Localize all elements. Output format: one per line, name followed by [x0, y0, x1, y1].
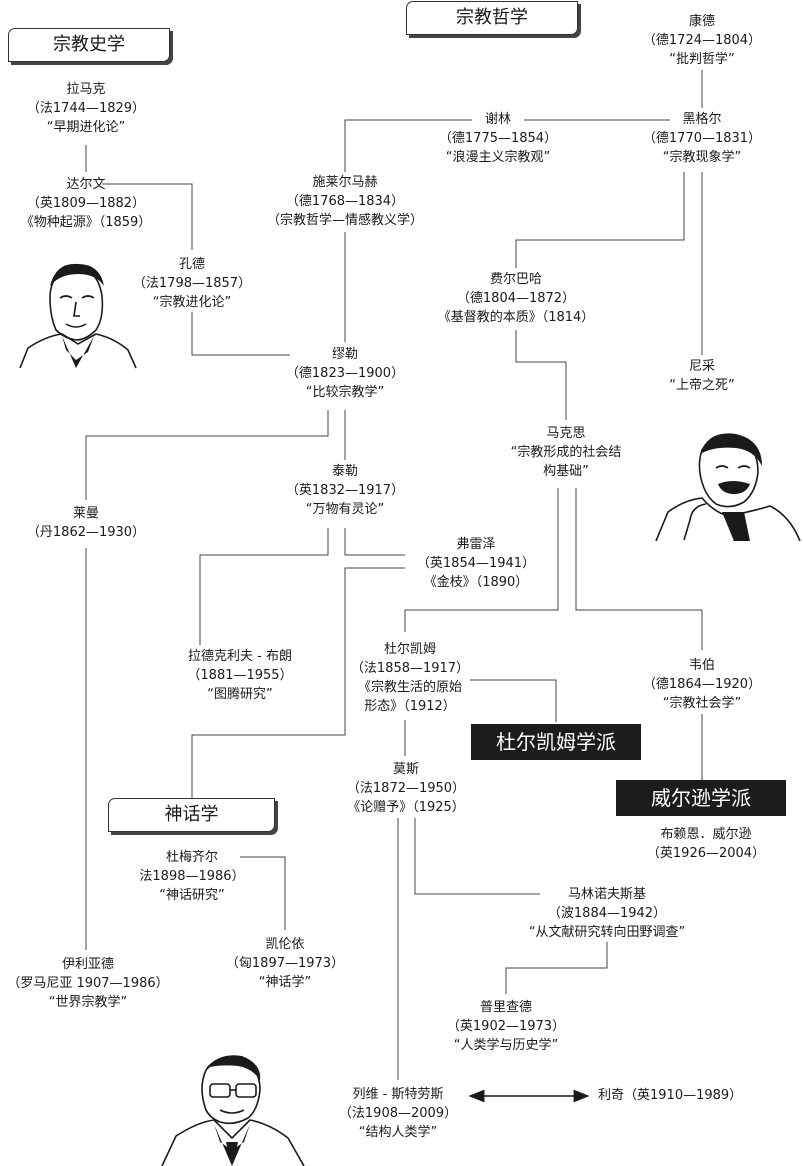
person-durkheim: 杜尔凯姆 （法1858—1917） 《宗教生活的原始 形态》（1912）	[350, 642, 470, 714]
person-darwin: 达尔文 （英1809—1882） 《物种起源》（1859）	[20, 177, 152, 230]
person-marx: 马克思 “宗教形成的社会结 构基础”	[510, 426, 622, 479]
school-durkheim: 杜尔凯姆学派	[471, 724, 641, 760]
line-durkheim-school	[470, 679, 557, 722]
person-frazer: 弗雷泽 （英1854—1941） 《金枝》（1890）	[416, 537, 536, 590]
person-kerenyi: 凯伦依 （匈1897—1973） “神话学”	[225, 937, 345, 990]
portrait-comte-sketch	[19, 263, 137, 369]
tab-mythology: 神话学	[108, 798, 275, 832]
person-nietzsche: 尼采 “上帝之死”	[669, 359, 735, 393]
line-darwin-comte	[102, 183, 193, 250]
line-tylor-frazer	[344, 528, 405, 556]
person-lehmann: 莱曼 （丹1862—1930）	[26, 506, 146, 540]
person-lamarck: 拉马克 （法1744—1829） “早期进化论”	[26, 82, 146, 135]
person-tylor: 泰勒 （英1832—1917） “万物有灵论”	[285, 464, 405, 517]
person-malinowski: 马林诺夫斯基 （波1884—1942） “从文献研究转向田野调查”	[528, 887, 686, 940]
tab-religion-philosophy: 宗教哲学	[406, 1, 578, 35]
person-kant: 康德 （德1724—1804） “批判哲学”	[642, 14, 762, 67]
person-hegel: 黑格尔 （德1770—1831） “宗教现象学”	[642, 112, 762, 165]
tab-religion-history: 宗教史学	[8, 28, 170, 62]
line-malinowski-pritchard	[505, 942, 608, 994]
person-pritchard: 普里查德 （英1902—1973） “人类学与历史学”	[446, 1000, 566, 1053]
line-marx-weber	[575, 488, 703, 650]
line-schelling-schleiermacher	[344, 119, 472, 172]
person-mauss: 莫斯 （法1872—1950） 《论赠予》（1925）	[346, 762, 466, 815]
person-schelling: 谢林 （德1775—1854） “浪漫主义宗教观”	[438, 112, 558, 165]
person-dumezil: 杜梅齐尔 法1898—1986） “神话研究”	[139, 850, 245, 903]
person-leach: 利奇（英1910—1989）	[598, 1088, 743, 1103]
person-feuerbach: 费尔巴哈 （德1804—1872） 《基督教的本质》（1814）	[437, 272, 595, 325]
line-frazer-mythology	[191, 567, 405, 798]
portrait-nietzsche-sketch	[655, 433, 801, 542]
school-wilson: 威尔逊学派	[616, 780, 786, 816]
person-eliade: 伊利亚德 （罗马尼亚 1907—1986） “世界宗教学”	[7, 957, 169, 1010]
person-weber: 韦伯 （德1864—1920） “宗教社会学”	[642, 658, 762, 711]
person-schleiermacher: 施莱尔马赫 （德1768—1834） （宗教哲学—情感教义学）	[266, 175, 424, 228]
person-comte: 孔德 （法1798—1857） “宗教进化论”	[132, 257, 252, 310]
line-comte-muller	[191, 312, 290, 356]
line-hegel-feuerbach	[515, 172, 685, 268]
line-marx-durkheim	[404, 488, 559, 632]
line-feuerbach-marx	[515, 330, 567, 420]
line-muller-lehmann	[85, 410, 329, 500]
person-radcliffe-brown: 拉德克利夫 - 布朗 （1881—1955） “图腾研究”	[187, 649, 293, 702]
line-dumezil-kerenyi	[240, 856, 286, 930]
line-tylor-radcliffe	[199, 528, 329, 645]
person-muller: 缪勒 （德1823—1900） “比较宗教学”	[285, 347, 405, 400]
line-mauss-malinowski	[414, 818, 540, 895]
person-levi-strauss: 列维 - 斯特劳斯 （法1908—2009） “结构人类学”	[338, 1087, 458, 1140]
portrait-levi-strauss-sketch	[161, 1055, 305, 1166]
person-bryan-wilson: 布赖恩．威尔逊 （英1926—2004）	[646, 827, 766, 861]
